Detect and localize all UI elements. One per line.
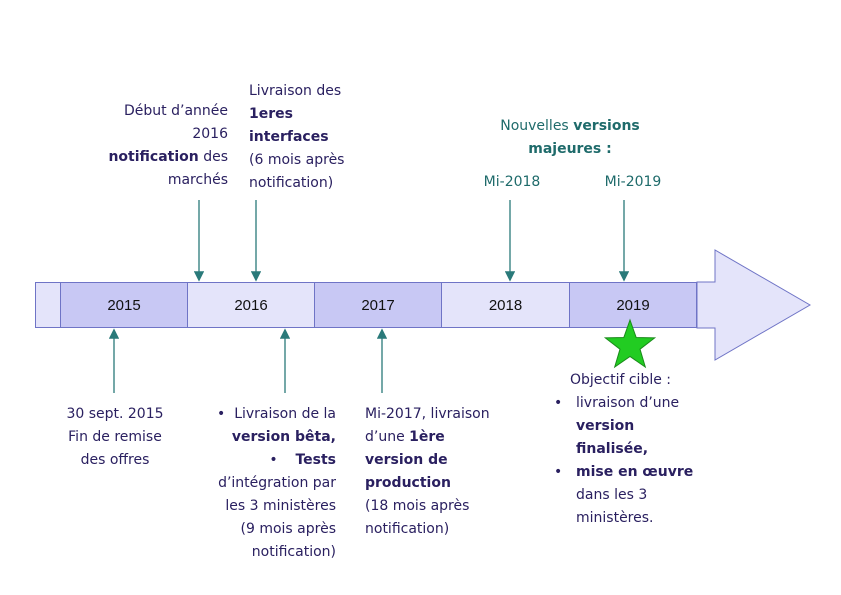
year-2015: 2015: [60, 282, 188, 328]
label-livraison-interfaces: Livraison des 1eres interfaces (6 mois a…: [249, 83, 345, 191]
year-2018: 2018: [441, 282, 570, 328]
label-nouvelles-versions: Nouvelles versions majeures :: [500, 118, 640, 157]
year-2016: 2016: [187, 282, 315, 328]
label-mi2018: Mi-2018: [483, 174, 541, 190]
label-mi2019: Mi-2019: [604, 174, 662, 190]
objectif-item-mise-en-oeuvre: mise en œuvre dans les 3 ministères.: [550, 461, 750, 530]
label-sept-2015: 30 sept. 2015 Fin de remise des offres: [66, 406, 164, 468]
label-mi2017: Mi-2017, livraison d’une 1ère version de…: [365, 406, 490, 537]
timeline-arrowhead: [696, 249, 811, 361]
year-2019: 2019: [569, 282, 697, 328]
star-icon: [603, 318, 657, 369]
objectif-item-livraison: livraison d’une version finalisée,: [550, 392, 750, 461]
label-version-beta: • Livraison de la version bêta, • Tests …: [217, 406, 336, 560]
label-debut-annee: Début d’année 2016 notification des marc…: [108, 103, 228, 188]
label-objectif-cible: Objectif cible : livraison d’une version…: [550, 369, 750, 530]
